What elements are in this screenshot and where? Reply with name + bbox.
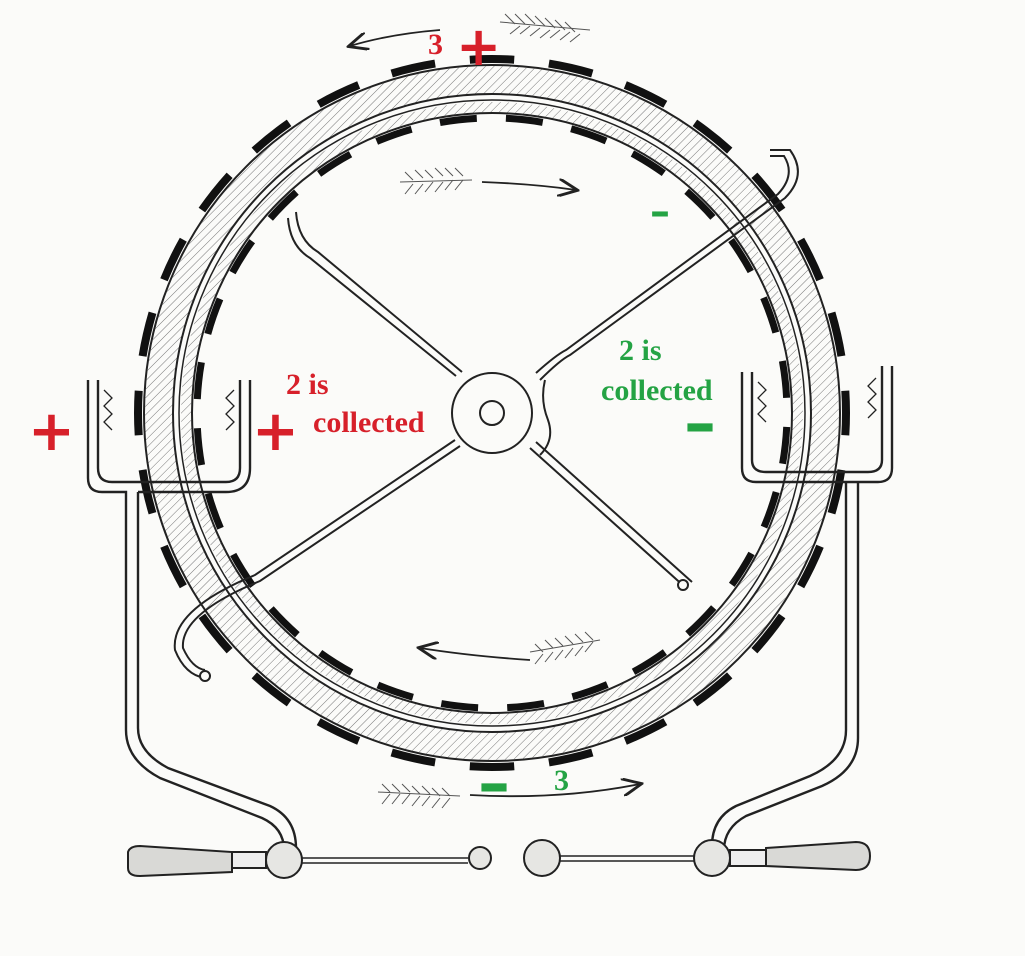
inner-disc-sectors: [193, 114, 791, 712]
inner-disc-sector: [570, 125, 608, 145]
right-collected-line2: collected: [601, 374, 713, 407]
inner-disc-sector: [685, 605, 717, 637]
outer-disc-sector: [548, 59, 594, 78]
outer-disc-sector: [469, 762, 515, 771]
inner-disc-sector: [267, 189, 299, 221]
bottom-number-label: 3: [554, 764, 569, 797]
inner-disc-sector: [505, 114, 544, 126]
outer-disc-sector: [469, 55, 515, 64]
outer-disc-sector: [251, 672, 292, 707]
inner-disc-sector: [268, 606, 300, 638]
inner-disc-sector: [439, 114, 477, 127]
outer-disc-sector: [160, 237, 187, 282]
inner-disc-sector: [230, 552, 256, 588]
left-collector-comb: [86, 380, 298, 860]
left-inner-positive-sign: +: [252, 399, 299, 464]
outer-disc-sector: [751, 613, 786, 654]
inner-disc-sector: [193, 361, 205, 400]
outer-disc-sector: [841, 390, 850, 436]
outer-disc-sector: [623, 718, 668, 745]
top-number-label: 3: [428, 28, 443, 61]
inner-disc-sector: [318, 649, 354, 676]
inner-disc-sector: [779, 426, 791, 465]
neutralizer-rod-back: [287, 211, 693, 591]
outer-disc-sector: [160, 544, 187, 589]
inner-disc-sector: [728, 551, 755, 587]
outer-disc-sectors: [134, 55, 850, 771]
inner-disc-sector: [571, 681, 609, 701]
right-collected-line1: 2 is: [619, 334, 662, 367]
inner-disc-sector: [440, 700, 479, 712]
left-collected-line1: 2 is: [286, 368, 329, 401]
inner-disc-sector: [193, 428, 206, 466]
neutralizer-rod-front: [173, 149, 799, 682]
inner-disc-sector: [507, 699, 545, 712]
outer-disc-sector: [390, 748, 436, 767]
outer-disc-sector: [134, 390, 143, 436]
inner-disc-sector: [630, 150, 666, 177]
outer-disc-sector: [198, 172, 233, 213]
inner-disc-sector: [631, 649, 667, 675]
inner-disc-sector: [204, 492, 224, 530]
bottom-negative-sign: –: [478, 747, 510, 821]
outer-disc-sector: [797, 544, 824, 589]
outer-disc-sector: [797, 237, 824, 282]
inner-disc-sector: [684, 188, 716, 220]
feather-tails: [377, 13, 601, 809]
outer-disc-sector: [751, 172, 786, 213]
outer-disc-sector: [827, 311, 846, 357]
left-outer-positive-sign: +: [28, 399, 75, 464]
outer-disc-sector: [548, 748, 594, 767]
outer-disc-sector: [692, 672, 733, 707]
left-collected-line2: collected: [313, 406, 425, 439]
disc-rings: [143, 64, 841, 762]
inner-disc-sector: [317, 151, 353, 177]
inner-disc-sector: [375, 125, 413, 145]
right-collector-comb: [710, 366, 894, 858]
outer-disc-sector: [316, 81, 361, 108]
right-negative-sign: –: [684, 387, 716, 461]
inner-disc-sector: [760, 491, 780, 529]
inner-disc-sector: [728, 238, 754, 274]
outer-disc-sector: [390, 59, 436, 78]
outer-disc-sector: [251, 119, 292, 154]
top-positive-sign: +: [456, 15, 502, 78]
spark-gap: [127, 839, 872, 879]
outer-disc-sector: [692, 119, 733, 154]
outer-disc-sector: [198, 613, 233, 654]
outer-disc-sector: [316, 718, 361, 745]
inner-disc-sector: [778, 360, 791, 398]
inner-disc-sector: [376, 681, 414, 701]
inner-disc-sector: [204, 297, 224, 335]
right-upper-negative-sign: –: [650, 189, 670, 235]
outer-disc-sector: [623, 81, 668, 108]
rotation-arrows: [350, 29, 640, 798]
inner-disc-sector: [229, 239, 256, 275]
outer-disc-sector: [827, 469, 846, 515]
axle-hub: [451, 372, 533, 454]
outer-disc-sector: [138, 311, 157, 357]
inner-disc-sector: [760, 296, 780, 334]
